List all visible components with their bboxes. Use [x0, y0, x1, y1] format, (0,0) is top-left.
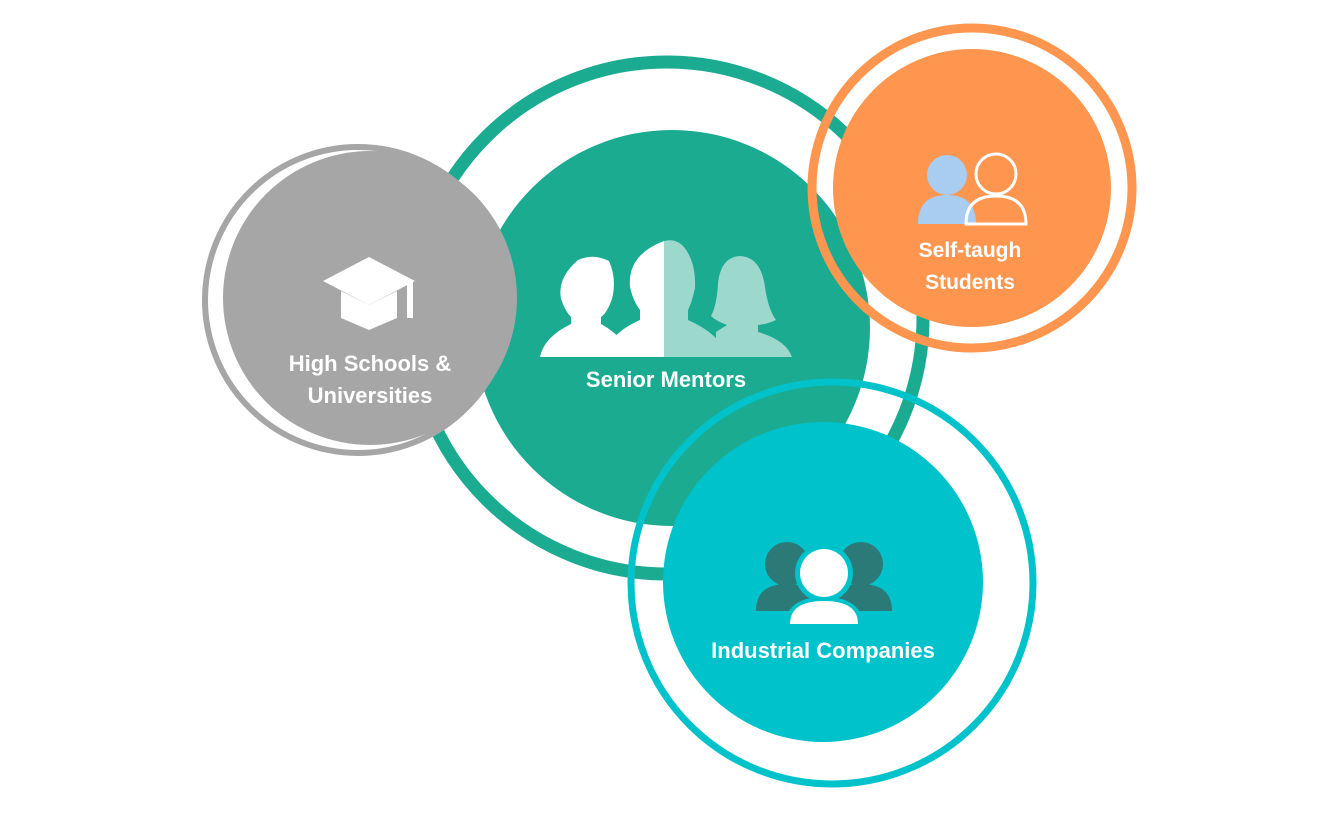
students-label-line1: Self-taugh [919, 239, 1022, 262]
mentors-group-icon [540, 240, 792, 357]
graduation-cap-icon [323, 257, 415, 330]
students-node: Self-taugh Students [807, 23, 1137, 353]
people-group-icon [756, 542, 892, 627]
students-label-line2: Students [925, 271, 1015, 294]
students-outer-ring [807, 23, 1137, 353]
companies-outer-ring [627, 378, 1037, 788]
two-users-icon [918, 152, 1028, 226]
universities-label-line1: High Schools & [289, 351, 452, 376]
universities-label-line2: Universities [308, 383, 433, 408]
universities-node: High Schools & Universities [202, 144, 517, 456]
companies-node: Industrial Companies [627, 378, 1037, 788]
senior-mentors-label: Senior Mentors [586, 367, 746, 392]
students-circle [833, 49, 1111, 327]
companies-label: Industrial Companies [711, 638, 935, 663]
